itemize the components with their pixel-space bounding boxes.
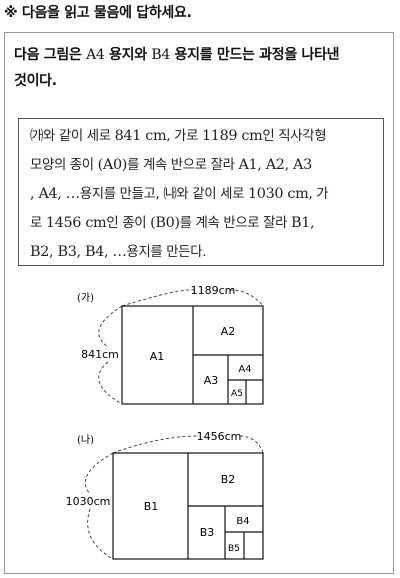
passage-fragment: 인 직사각형 xyxy=(262,129,327,144)
marker-ga: ㈎ xyxy=(30,129,44,144)
figure-a-label: (가) xyxy=(77,292,94,304)
figure-b: (나) 1456cm 1030cm B1 B2 B3 B4 B5 xyxy=(66,430,264,560)
sheet-a0 xyxy=(121,305,264,405)
passage-value: (B0) xyxy=(150,215,180,231)
figure-b-height: 1030cm xyxy=(66,495,111,508)
height-dash-top xyxy=(98,305,123,348)
passage-fragment: 를 계속 반으로 잘라 xyxy=(179,216,292,231)
passage-fragment: 인 종이 xyxy=(106,216,151,231)
part-a4: A4 xyxy=(238,364,251,375)
instruction: ※ 다음을 읽고 물음에 답하세요. xyxy=(4,5,192,21)
figure-a-width: 1189cm xyxy=(191,284,236,297)
part-b2: B2 xyxy=(221,473,236,486)
question-stem: 다음 그림은 A4 용지와 B4 용지를 만드는 과정을 나타낸 것이다. xyxy=(14,42,386,94)
part-a2: A2 xyxy=(221,325,236,338)
stem-text: 용지와 xyxy=(104,47,152,63)
width-dash-right xyxy=(239,435,264,454)
passage-value: (A0) xyxy=(97,157,128,173)
stem-text: 것이다. xyxy=(14,73,57,89)
passage-value: A1, A2, A3 xyxy=(238,157,312,173)
passage-fragment: 와 같이 세로 xyxy=(176,187,248,202)
stem-text: 다음 그림은 xyxy=(14,47,87,63)
passage-fragment: 와 같이 세로 xyxy=(43,129,115,144)
part-b3: B3 xyxy=(200,526,215,539)
width-dash-left xyxy=(112,435,199,454)
part-a1: A1 xyxy=(150,350,165,363)
passage-fragment: 로 xyxy=(30,216,46,231)
passage-fragment: 용지를 만들고, xyxy=(79,187,164,202)
question-box xyxy=(4,32,394,574)
passage-value: 1030 cm xyxy=(247,186,309,202)
passage-fragment: , 가로 xyxy=(166,129,202,144)
height-dash-bottom xyxy=(87,508,114,560)
passage-value: 1189 cm xyxy=(201,128,263,144)
a4-term: A4 xyxy=(86,47,105,63)
passage-fragment: 용지를 만든다. xyxy=(126,245,207,260)
passage-value: 841 cm xyxy=(114,128,167,144)
part-b4: B4 xyxy=(236,516,249,527)
passage-value: , A4, … xyxy=(30,186,80,202)
part-b1: B1 xyxy=(144,500,159,513)
passage-value: B1, xyxy=(291,215,315,231)
height-dash-bottom xyxy=(98,361,123,405)
figure-a: (가) 1189cm 841cm A1 A2 A3 A4 A5 xyxy=(77,284,264,405)
passage-box xyxy=(18,118,384,266)
part-a3: A3 xyxy=(204,374,219,387)
marker-na: ㈏ xyxy=(163,187,177,202)
figure-a-height: 841cm xyxy=(81,348,119,361)
passage-fragment: 를 계속 반으로 잘라 xyxy=(127,158,239,173)
figure-b-label: (나) xyxy=(77,434,94,446)
passage-value: 1456 cm xyxy=(45,215,107,231)
part-a5: A5 xyxy=(231,389,243,399)
sheet-b0 xyxy=(112,452,264,560)
height-dash-top xyxy=(84,452,114,495)
figure-b-width: 1456cm xyxy=(197,430,242,443)
width-dash-right xyxy=(229,289,264,307)
stem-text: 용지를 만드는 과정을 나타낸 xyxy=(169,47,340,63)
width-dash-left xyxy=(121,289,197,307)
passage-value: B2, B3, B4, … xyxy=(30,244,127,260)
passage-text: ㈎와 같이 세로 841 cm, 가로 1189 cm인 직사각형 모양의 종이… xyxy=(30,122,380,267)
passage-fragment: , 가 xyxy=(308,187,329,202)
b4-term: B4 xyxy=(151,47,170,63)
part-b5: B5 xyxy=(228,544,240,554)
passage-fragment: 모양의 종이 xyxy=(30,158,98,173)
